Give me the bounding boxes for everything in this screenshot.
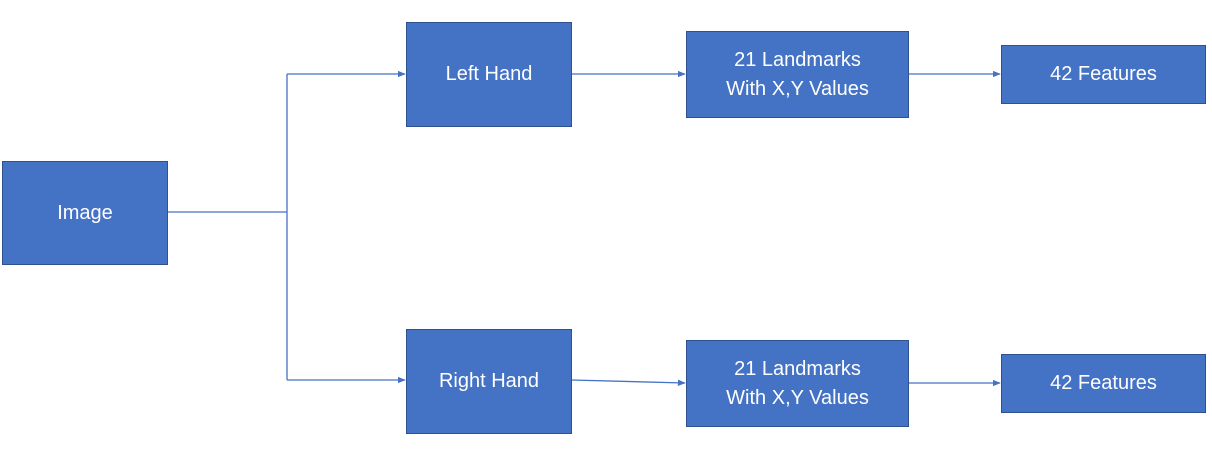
node-left-landmarks: 21 Landmarks With X,Y Values: [686, 31, 909, 118]
node-left-hand-label: Left Hand: [445, 63, 533, 85]
node-right-features-label: 42 Features: [1050, 372, 1157, 394]
node-right-hand-label: Right Hand: [438, 370, 540, 392]
node-right-features: 42 Features: [1001, 354, 1206, 413]
node-left-features: 42 Features: [1001, 45, 1206, 104]
node-left-landmarks-label: 21 Landmarks With X,Y Values: [726, 48, 869, 100]
node-left-hand: Left Hand: [406, 22, 572, 127]
node-image: Image: [2, 161, 168, 265]
arrow-right-hand-to-landmarks: [570, 379, 686, 387]
node-right-landmarks-label: 21 Landmarks With X,Y Values: [726, 357, 869, 409]
node-image-label: Image: [57, 201, 113, 224]
node-right-hand: Right Hand: [406, 329, 572, 434]
node-right-landmarks: 21 Landmarks With X,Y Values: [686, 340, 909, 427]
node-left-features-label: 42 Features: [1050, 63, 1157, 85]
